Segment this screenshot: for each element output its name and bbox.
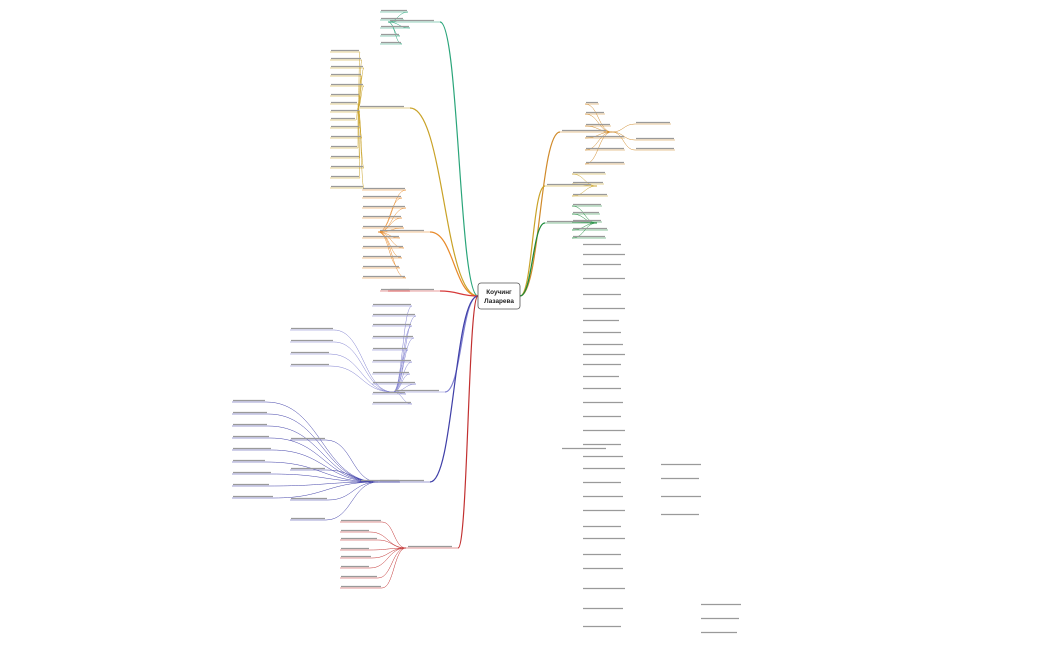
- branch-5-child-8-line: [273, 481, 379, 499]
- branch-9-line: [519, 222, 546, 297]
- branch-10-child-21-line: [582, 450, 612, 512]
- branch-6-line: [457, 295, 479, 549]
- branch-2-child-3-line: [377, 217, 403, 233]
- branch-5-line: [429, 295, 479, 483]
- branch-10-child-4-line: [582, 296, 612, 450]
- branch-0-child-4-line: [387, 21, 403, 45]
- branch-8-child-0-line: [571, 173, 598, 187]
- branch-7-line: [519, 131, 561, 297]
- branch-5-child-12-line: [325, 481, 379, 521]
- branch-7-child-6-line: [611, 123, 636, 133]
- branch-5-child-4-line: [271, 449, 379, 483]
- branch-4-child-13-line: [329, 365, 394, 393]
- branch-10-child-0-line: [582, 246, 612, 450]
- branch-5-child-2-line: [267, 425, 379, 483]
- branch-7-child-1-line: [584, 113, 613, 133]
- branch-9-child-0-line: [571, 205, 598, 224]
- branch-10-line: [520, 296, 560, 450]
- branch-1-child-8-line: [355, 107, 359, 121]
- branch-10-child-1-line: [582, 256, 612, 450]
- branch-2-child-2-line: [377, 207, 407, 233]
- root-title-line-2: Лазарева: [484, 298, 514, 305]
- branch-4-child-10-line: [333, 329, 394, 393]
- mind-map-edges: [232, 11, 700, 634]
- branch-4-child-11-line: [333, 341, 394, 393]
- branch-10-child-7-line: [582, 334, 612, 450]
- branch-4-child-4-line: [392, 349, 409, 393]
- branch-5-child-5-line: [265, 461, 379, 483]
- branch-10-child-5-line: [582, 310, 612, 450]
- branch-8-child-2-line: [571, 185, 598, 197]
- branch-5-child-10-line: [325, 469, 379, 483]
- branch-3-line: [439, 290, 479, 297]
- branch-9-child-4-line: [571, 222, 598, 239]
- branch-10-child-29-line: [612, 450, 660, 466]
- branch-7-child-8-line: [611, 131, 636, 151]
- branch-10-child-13-line: [582, 404, 612, 450]
- branch-5-child-1-line: [267, 413, 379, 483]
- mind-map-labels: [233, 9, 741, 634]
- branch-2-child-9-line: [377, 231, 407, 279]
- branch-1-child-4-line: [357, 85, 365, 109]
- branch-10-child-24-line: [582, 450, 612, 556]
- branch-4-child-12-line: [329, 353, 394, 393]
- branch-6-child-6-line: [377, 547, 407, 579]
- branch-10-child-18-line: [582, 450, 612, 470]
- branch-1-line: [409, 107, 479, 297]
- branch-6-child-5-line: [369, 547, 407, 569]
- branch-5-child-0-line: [265, 401, 379, 483]
- branch-6-child-2-line: [377, 539, 407, 549]
- branch-8-line: [519, 185, 546, 297]
- branch-2-line: [429, 231, 479, 297]
- branch-10-child-15-line: [582, 432, 612, 450]
- branch-10-child-33-line: [612, 450, 700, 606]
- branch-5-child-11-line: [327, 481, 379, 501]
- branch-10-child-22-line: [582, 450, 612, 528]
- branch-4-line: [444, 295, 479, 393]
- branch-10-child-12-line: [582, 390, 612, 450]
- branch-10-child-2-line: [582, 266, 612, 450]
- branch-10-child-10-line: [582, 366, 612, 450]
- branch-10-child-30-line: [612, 450, 660, 480]
- branch-10-child-20-line: [582, 450, 612, 498]
- branch-10-child-14-line: [582, 418, 612, 450]
- root-node-box: [477, 282, 521, 310]
- branch-5-child-6-line: [271, 473, 379, 483]
- branch-7-child-0-line: [584, 103, 613, 133]
- branch-6-child-0-line: [381, 521, 407, 549]
- branch-10-child-27-line: [582, 450, 612, 610]
- branch-0-line: [439, 21, 479, 297]
- branch-10-child-31-line: [612, 450, 660, 498]
- branch-10-child-34-line: [612, 450, 700, 620]
- branch-7-child-4-line: [584, 131, 613, 151]
- branch-10-child-35-line: [612, 450, 700, 634]
- branch-6-child-7-line: [381, 547, 407, 589]
- branch-2-child-6-line: [377, 231, 405, 249]
- branch-10-child-19-line: [582, 450, 612, 484]
- branch-10-child-8-line: [582, 346, 612, 450]
- root-node[interactable]: Коучинг Лазарева: [477, 282, 521, 310]
- root-title-line-1: Коучинг: [486, 289, 512, 296]
